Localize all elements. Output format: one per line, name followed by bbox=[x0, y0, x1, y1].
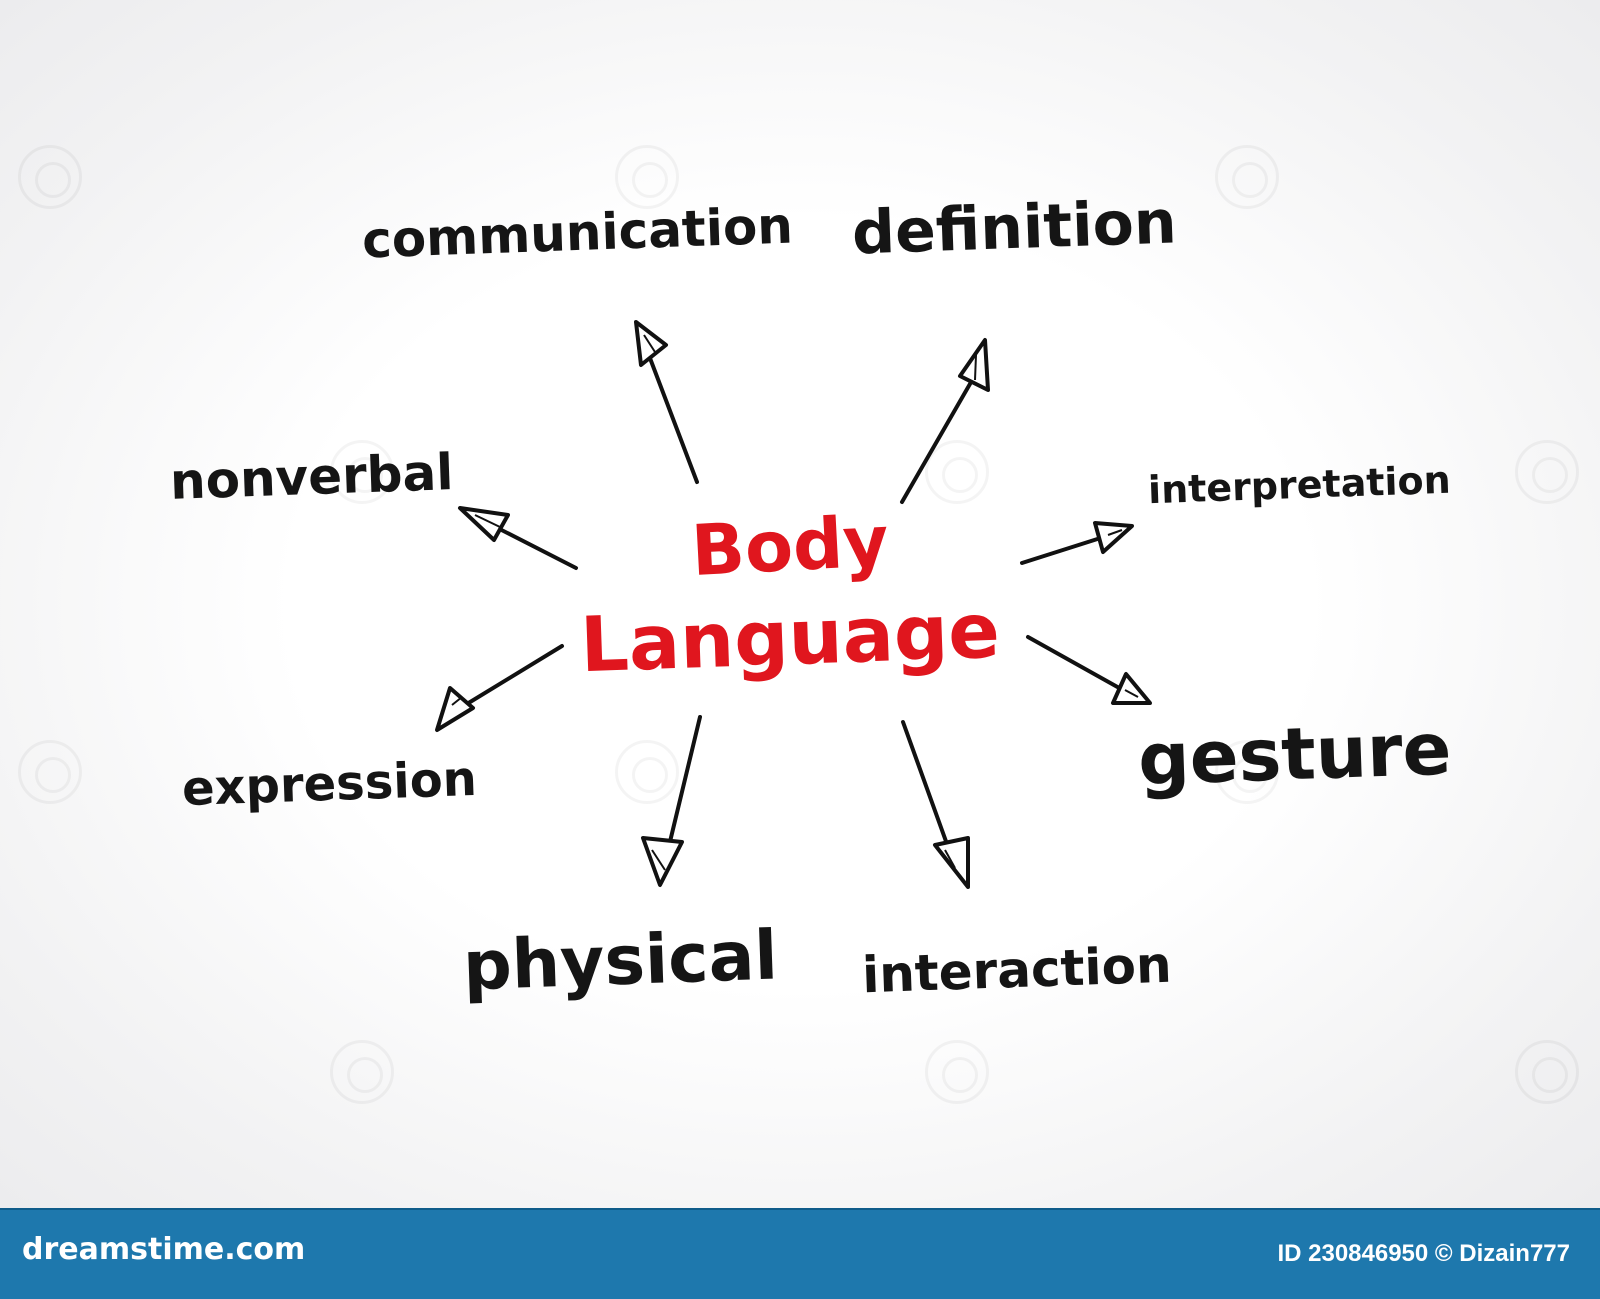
arrow-gesture bbox=[1026, 635, 1132, 696]
arrowhead-definition bbox=[958, 338, 990, 392]
watermark-spiral-icon bbox=[330, 440, 394, 504]
word-gesture: gesture bbox=[1136, 706, 1453, 802]
word-communication: communication bbox=[361, 196, 794, 270]
footer-image-id: ID 230846950 © Dizain777 bbox=[1277, 1240, 1570, 1267]
arrowhead-physical bbox=[641, 836, 684, 887]
word-interaction: interaction bbox=[861, 935, 1173, 1005]
footer-site-logo: dreamstime.com bbox=[22, 1232, 306, 1267]
watermark-spiral-icon bbox=[330, 1040, 394, 1104]
arrows-layer bbox=[435, 320, 1152, 889]
center-topic-line2: Language bbox=[578, 585, 1002, 690]
arrow-definition bbox=[900, 368, 980, 504]
word-interpretation: interpretation bbox=[1147, 457, 1452, 513]
watermark-spiral-icon bbox=[18, 740, 82, 804]
center-topic: Body Language bbox=[560, 500, 1020, 689]
word-nonverbal: nonverbal bbox=[169, 443, 455, 511]
watermark-spiral-icon bbox=[925, 440, 989, 504]
arrowhead-communication bbox=[634, 320, 668, 367]
watermark-spiral-icon bbox=[1215, 145, 1279, 209]
word-definition: definition bbox=[850, 187, 1178, 269]
arrow-expression bbox=[455, 644, 564, 712]
watermark-spiral-icon bbox=[1515, 440, 1579, 504]
word-physical: physical bbox=[461, 916, 779, 1007]
watermark-spiral-icon bbox=[18, 145, 82, 209]
arrowhead-expression bbox=[435, 686, 475, 732]
arrowhead-nonverbal bbox=[458, 506, 510, 542]
arrow-physical bbox=[666, 715, 702, 852]
mind-map-canvas: Body Language communication definition n… bbox=[0, 0, 1600, 1208]
watermark-spiral-icon bbox=[615, 740, 679, 804]
watermark-spiral-icon bbox=[1215, 740, 1279, 804]
watermark-spiral-icon bbox=[615, 145, 679, 209]
watermark-spiral-icon bbox=[1515, 1040, 1579, 1104]
arrow-communication bbox=[643, 343, 699, 484]
watermark-spiral-icon bbox=[925, 1040, 989, 1104]
arrow-interpretation bbox=[1020, 533, 1112, 565]
word-expression: expression bbox=[181, 750, 478, 818]
arrowhead-interpretation bbox=[1093, 521, 1134, 554]
arrow-interaction bbox=[901, 720, 954, 860]
arrowhead-gesture bbox=[1111, 672, 1152, 705]
stock-footer-bar: dreamstime.com ID 230846950 © Dizain777 bbox=[0, 1208, 1600, 1299]
